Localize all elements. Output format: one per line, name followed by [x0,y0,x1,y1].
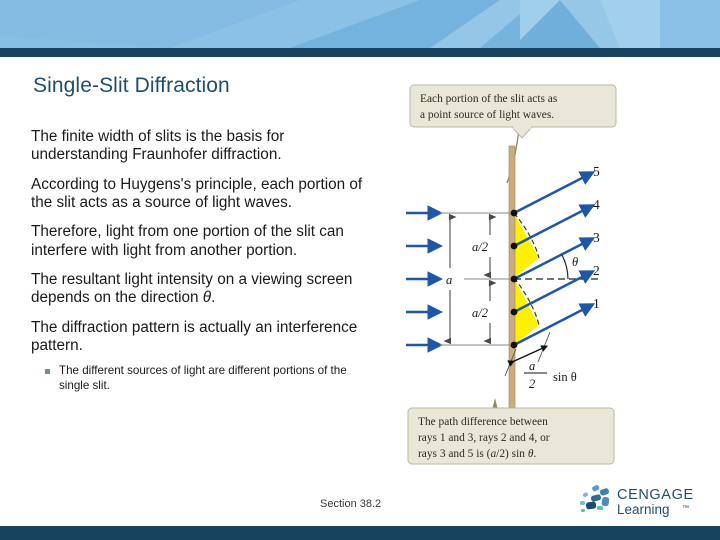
ray-label-3: 3 [593,230,600,245]
point-sources [510,209,518,349]
wavefront-dashes [513,212,540,326]
bullet-item: According to Huygens's principle, each p… [31,176,376,213]
bullet-item: The finite width of slits is the basis f… [31,128,376,165]
ray-1 [513,303,596,347]
top-caption-line1: Each portion of the slit acts as [420,93,558,105]
path-diff-suffix: sin θ [553,370,577,384]
bullet-text: Therefore, light from one portion of the… [31,223,344,259]
sub-bullet-list: The different sources of light are diffe… [31,364,376,392]
page-title: Single-Slit Diffraction [33,74,230,97]
sub-bullet-text: The different sources of light are diffe… [59,364,347,392]
top-caption-line2: a point source of light waves. [420,109,554,121]
header-banner [0,0,720,48]
ray-2 [513,270,596,314]
figure-svg: Each portion of the slit acts as a point… [406,84,617,465]
single-slit-diffraction-figure: Each portion of the slit acts as a point… [404,80,704,470]
path-difference-callout: a 2 sin θ [504,331,577,391]
ray-4 [513,204,596,248]
path-diff-denominator: 2 [529,377,535,391]
incident-wave-arrows [406,205,443,353]
ray-number-labels: 5 4 3 2 1 [593,164,600,311]
diffracted-rays [513,171,596,347]
path-diff-numerator: a [529,359,535,373]
dimension-label-a: a [446,273,452,287]
bullet-text: The resultant light intensity on a viewi… [31,271,353,307]
angle-label-theta: θ [572,255,578,269]
ray-3 [513,237,596,281]
section-footer: Section 38.2 [320,498,382,510]
ray-label-4: 4 [593,197,600,212]
bottom-caption-line2: rays 1 and 3, rays 2 and 4, or [418,432,550,444]
ray-label-2: 2 [593,263,600,278]
bullet-list: The finite width of slits is the basis f… [31,128,376,404]
ray-label-1: 1 [593,296,600,311]
angle-theta: θ [561,254,578,280]
header-rule [0,48,720,57]
slit-barrier [508,145,516,423]
bottom-caption-box: The path difference between rays 1 and 3… [407,407,615,465]
bullet-item: Therefore, light from one portion of the… [31,223,376,260]
square-bullet-icon [45,369,50,375]
logo-text-cengage: CENGAGE [617,487,694,503]
bullet-item: The resultant light intensity on a viewi… [31,271,376,308]
logo-trademark: ™ [682,505,689,512]
ray-label-5: 5 [593,164,600,179]
bottom-caption-line1: The path difference between [418,416,548,428]
logo-text-learning: Learning [617,502,670,517]
top-caption-box: Each portion of the slit acts as a point… [409,84,617,139]
footer-rule [0,526,720,540]
logo-mark-icon [580,485,610,512]
path-difference-wedges [514,213,539,345]
bottom-caption-line3: rays 3 and 5 is (a/2) sin θ. [418,448,536,460]
caption-pointer-stalks [492,124,525,453]
bullet-text: The finite width of slits is the basis f… [31,128,285,164]
dimension-label-a-half-top: a/2 [472,240,488,254]
bullet-text: The diffraction pattern is actually an i… [31,318,358,355]
dimension-label-a-half-bottom: a/2 [472,306,488,320]
header-decoration [0,0,720,48]
cengage-learning-logo: CENGAGE Learning ™ [578,484,700,520]
bullet-item: The diffraction pattern is actually an i… [31,319,376,393]
logo-svg: CENGAGE Learning ™ [580,485,694,517]
bullet-text-tail: . [211,289,216,307]
bullet-text: According to Huygens's principle, each p… [31,175,363,212]
sub-bullet-item: The different sources of light are diffe… [31,364,376,392]
ray-5 [513,171,596,215]
bullet-theta-symbol: θ [202,289,212,307]
dimension-guides: a a/2 a/2 [440,212,512,346]
